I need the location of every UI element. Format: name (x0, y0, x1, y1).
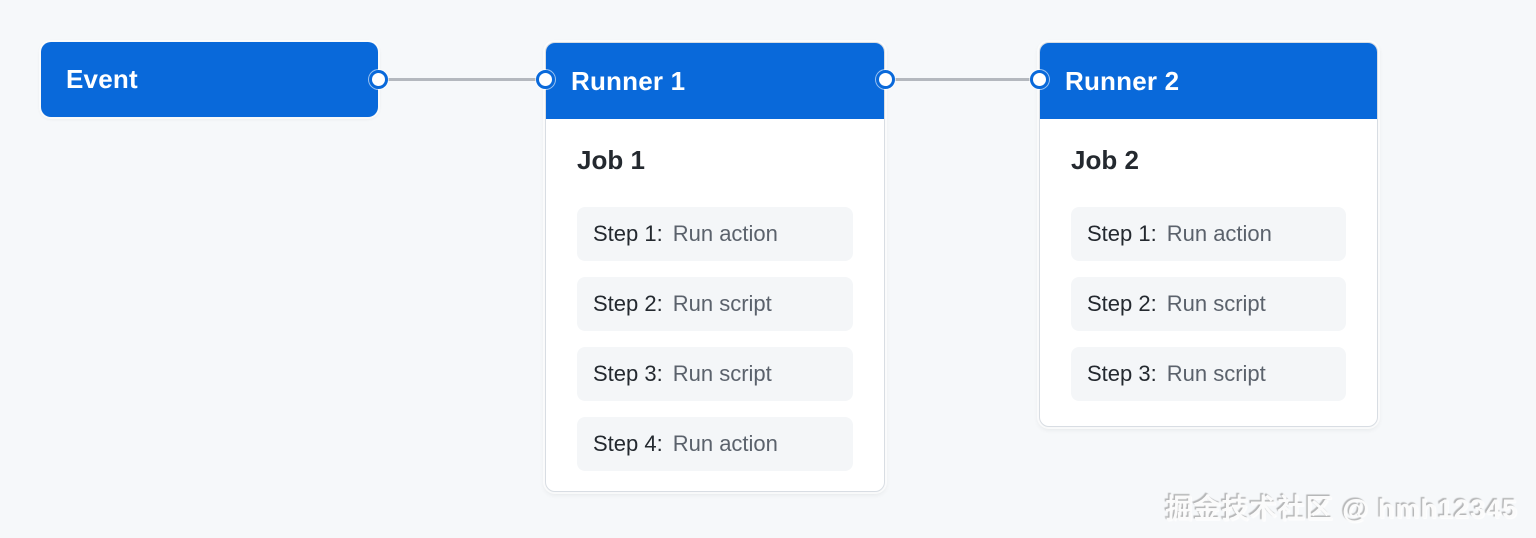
connector-line-event-runner1 (378, 78, 545, 81)
step-action: Run script (672, 291, 772, 316)
runner1-step-4: Step 4: Run action (577, 417, 853, 471)
runner2-body: Job 2 Step 1: Run action Step 2: Run scr… (1040, 119, 1377, 401)
runner1-card: Runner 1 Job 1 Step 1: Run action Step 2… (545, 42, 885, 492)
runner1-body: Job 1 Step 1: Run action Step 2: Run scr… (546, 119, 884, 471)
runner1-step-3: Step 3: Run script (577, 347, 853, 401)
step-label: Step 3: (593, 361, 663, 386)
runner1-title: Runner 1 (571, 65, 686, 96)
step-action: Run script (1166, 361, 1266, 386)
runner1-step-1: Step 1: Run action (577, 207, 853, 261)
runner1-step-2: Step 2: Run script (577, 277, 853, 331)
connector-dot-runner1-in (535, 69, 555, 89)
step-label: Step 2: (1087, 291, 1157, 316)
event-node: Event (41, 42, 378, 117)
step-action: Run action (672, 221, 778, 246)
step-label: Step 3: (1087, 361, 1157, 386)
runner2-step-3: Step 3: Run script (1071, 347, 1346, 401)
step-action: Run script (1166, 291, 1266, 316)
connector-dot-event-out (368, 69, 388, 89)
step-label: Step 1: (1087, 221, 1157, 246)
runner2-header: Runner 2 (1040, 43, 1377, 119)
runner2-card: Runner 2 Job 2 Step 1: Run action Step 2… (1039, 42, 1378, 427)
runner2-title: Runner 2 (1065, 65, 1180, 96)
step-action: Run script (672, 361, 772, 386)
connector-dot-runner1-out (875, 69, 895, 89)
step-action: Run action (672, 431, 778, 456)
runner2-step-2: Step 2: Run script (1071, 277, 1346, 331)
runner1-job-title: Job 1 (577, 145, 645, 175)
event-node-label: Event (66, 64, 138, 94)
step-label: Step 2: (593, 291, 663, 316)
connector-line-runner1-runner2 (885, 78, 1039, 81)
watermark-text: 掘金技术社区 @ hmh12345 (1165, 494, 1518, 524)
runner1-header: Runner 1 (546, 43, 884, 119)
runner2-job-title: Job 2 (1071, 145, 1139, 175)
runner2-step-1: Step 1: Run action (1071, 207, 1346, 261)
step-action: Run action (1166, 221, 1272, 246)
step-label: Step 4: (593, 431, 663, 456)
step-label: Step 1: (593, 221, 663, 246)
connector-dot-runner2-in (1029, 69, 1049, 89)
